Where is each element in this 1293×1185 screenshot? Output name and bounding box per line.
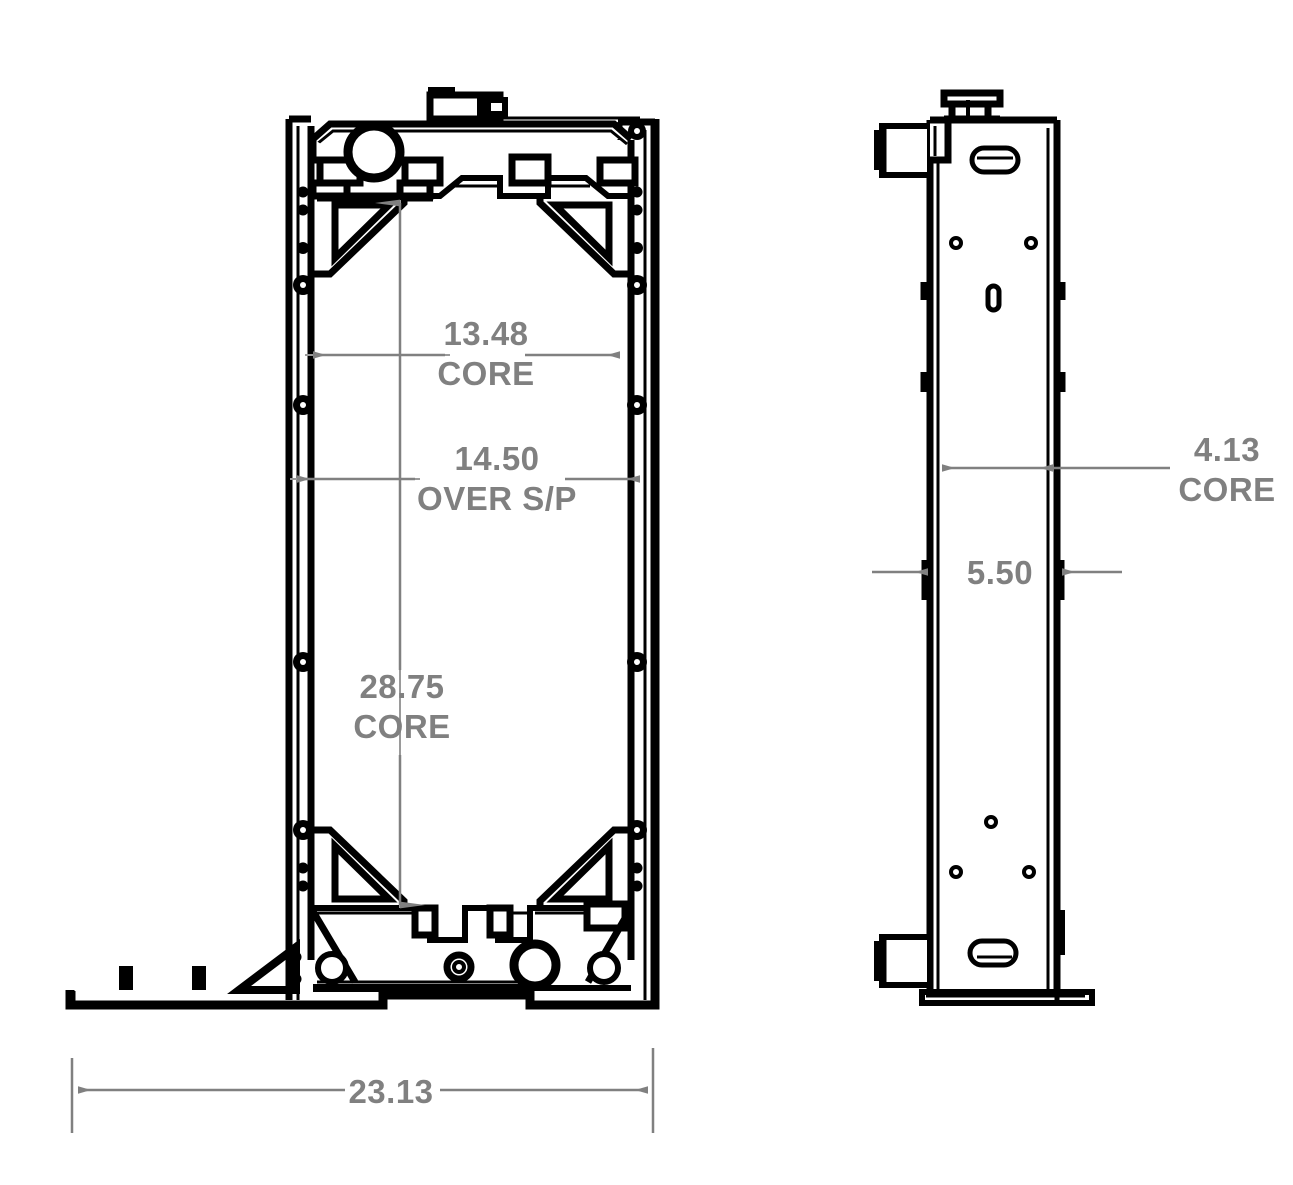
lower-right-port xyxy=(587,951,621,985)
side-lower-holes xyxy=(949,815,1036,879)
side-lower-outlet xyxy=(874,934,933,988)
dim-core-height-note: CORE xyxy=(353,708,450,745)
dim-core-width-note: CORE xyxy=(437,355,534,392)
front-base-plate xyxy=(65,966,660,1010)
side-upper-holes xyxy=(949,236,1038,250)
drain-port-inner xyxy=(452,960,466,974)
filler-neck xyxy=(343,121,405,183)
side-body-panel xyxy=(926,116,1061,1000)
dim-core-width-value: 13.48 xyxy=(443,315,528,352)
side-upper-inlet xyxy=(874,116,952,178)
side-view xyxy=(874,89,1095,1006)
lower-left-port xyxy=(315,951,349,985)
front-left-rail-holes xyxy=(290,186,313,985)
dim-over-sp-value: 14.50 xyxy=(454,440,539,477)
front-left-gusset xyxy=(227,938,300,994)
side-base-plate xyxy=(919,989,1095,1006)
side-upper-slot xyxy=(969,145,1021,175)
side-edge-ticks xyxy=(920,282,1066,955)
right-lower-brace-cutout xyxy=(546,837,613,903)
dimension-layer xyxy=(70,199,1170,1133)
dim-core-height-value: 28.75 xyxy=(359,668,444,705)
front-filler-cap xyxy=(426,87,640,123)
dim-overall-width-value: 23.13 xyxy=(348,1073,433,1110)
front-left-rail xyxy=(285,115,315,1000)
dim-core-depth-value: 4.13 xyxy=(1194,431,1260,468)
side-lower-slot xyxy=(967,938,1019,968)
front-upper-braces xyxy=(313,196,631,278)
left-brace-cutout xyxy=(331,201,398,267)
side-mid-slot xyxy=(985,283,1002,313)
lower-outlet-port xyxy=(509,939,561,991)
dimension-labels: 13.48 CORE 14.50 OVER S/P 28.75 CORE 4.1… xyxy=(348,315,1275,1110)
dim-core-depth-note: CORE xyxy=(1178,471,1275,508)
dim-over-sp-note: OVER S/P xyxy=(417,480,577,517)
dim-mount-spacing-value: 5.50 xyxy=(967,554,1033,591)
right-brace-cutout xyxy=(546,201,613,267)
front-view xyxy=(65,87,660,1010)
front-right-rail-holes xyxy=(627,122,647,892)
front-bottom-tank xyxy=(307,826,635,992)
dim-overall-width xyxy=(70,1048,655,1133)
side-filler-cap xyxy=(940,89,1004,121)
left-lower-brace-cutout xyxy=(331,837,398,903)
front-top-tank xyxy=(309,120,639,202)
base-stud-right xyxy=(192,966,206,990)
base-stud-left xyxy=(119,966,133,990)
